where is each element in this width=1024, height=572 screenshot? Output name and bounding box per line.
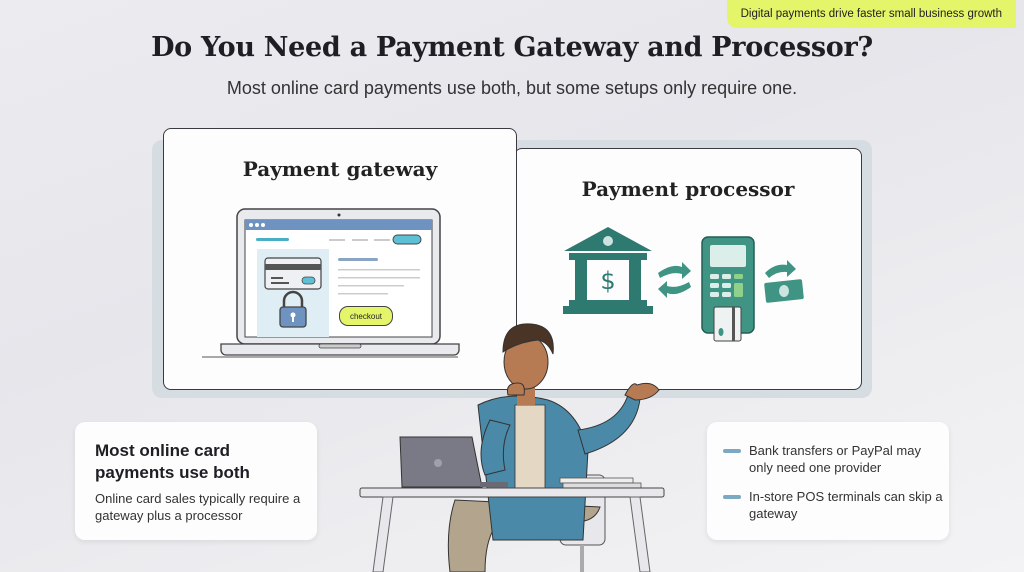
card-terminal-icon bbox=[701, 236, 755, 342]
info-card-both: Most online card payments use both Onlin… bbox=[75, 422, 317, 540]
checkout-button[interactable]: checkout bbox=[339, 306, 393, 326]
gateway-title: Payment gateway bbox=[242, 157, 438, 181]
payment-gateway-card: Payment gateway bbox=[163, 128, 517, 390]
bank-icon: $ bbox=[563, 227, 653, 314]
exchange-arrows-icon bbox=[658, 262, 691, 298]
money-icon bbox=[764, 260, 804, 303]
processor-title: Payment processor bbox=[581, 177, 795, 201]
checkout-label: checkout bbox=[349, 311, 383, 321]
lock-icon bbox=[279, 290, 307, 328]
dash-icon bbox=[723, 449, 741, 453]
page-title: Do You Need a Payment Gateway and Proces… bbox=[151, 32, 873, 63]
info-card-exceptions: Bank transfers or PayPal may only need o… bbox=[707, 422, 949, 540]
top-banner: Digital payments drive faster small busi… bbox=[726, 0, 1016, 28]
bullet-text: Bank transfers or PayPal may only need o… bbox=[749, 443, 921, 475]
dash-icon bbox=[723, 495, 741, 499]
svg-text:$: $ bbox=[600, 267, 615, 295]
laptop-icon bbox=[202, 208, 460, 358]
bullet-text: In-store POS terminals can skip a gatewa… bbox=[749, 489, 943, 521]
info-body: Online card sales typically require a ga… bbox=[95, 491, 301, 523]
banner-text: Digital payments drive faster small busi… bbox=[740, 8, 1002, 20]
bullet-item: In-store POS terminals can skip a gatewa… bbox=[723, 488, 944, 522]
bullet-item: Bank transfers or PayPal may only need o… bbox=[723, 442, 944, 476]
page-subtitle: Most online card payments use both, but … bbox=[226, 78, 798, 98]
info-heading: Most online card payments use both bbox=[95, 441, 250, 482]
credit-card-icon bbox=[264, 257, 322, 290]
payment-processor-card: Payment processor $ bbox=[514, 148, 862, 390]
